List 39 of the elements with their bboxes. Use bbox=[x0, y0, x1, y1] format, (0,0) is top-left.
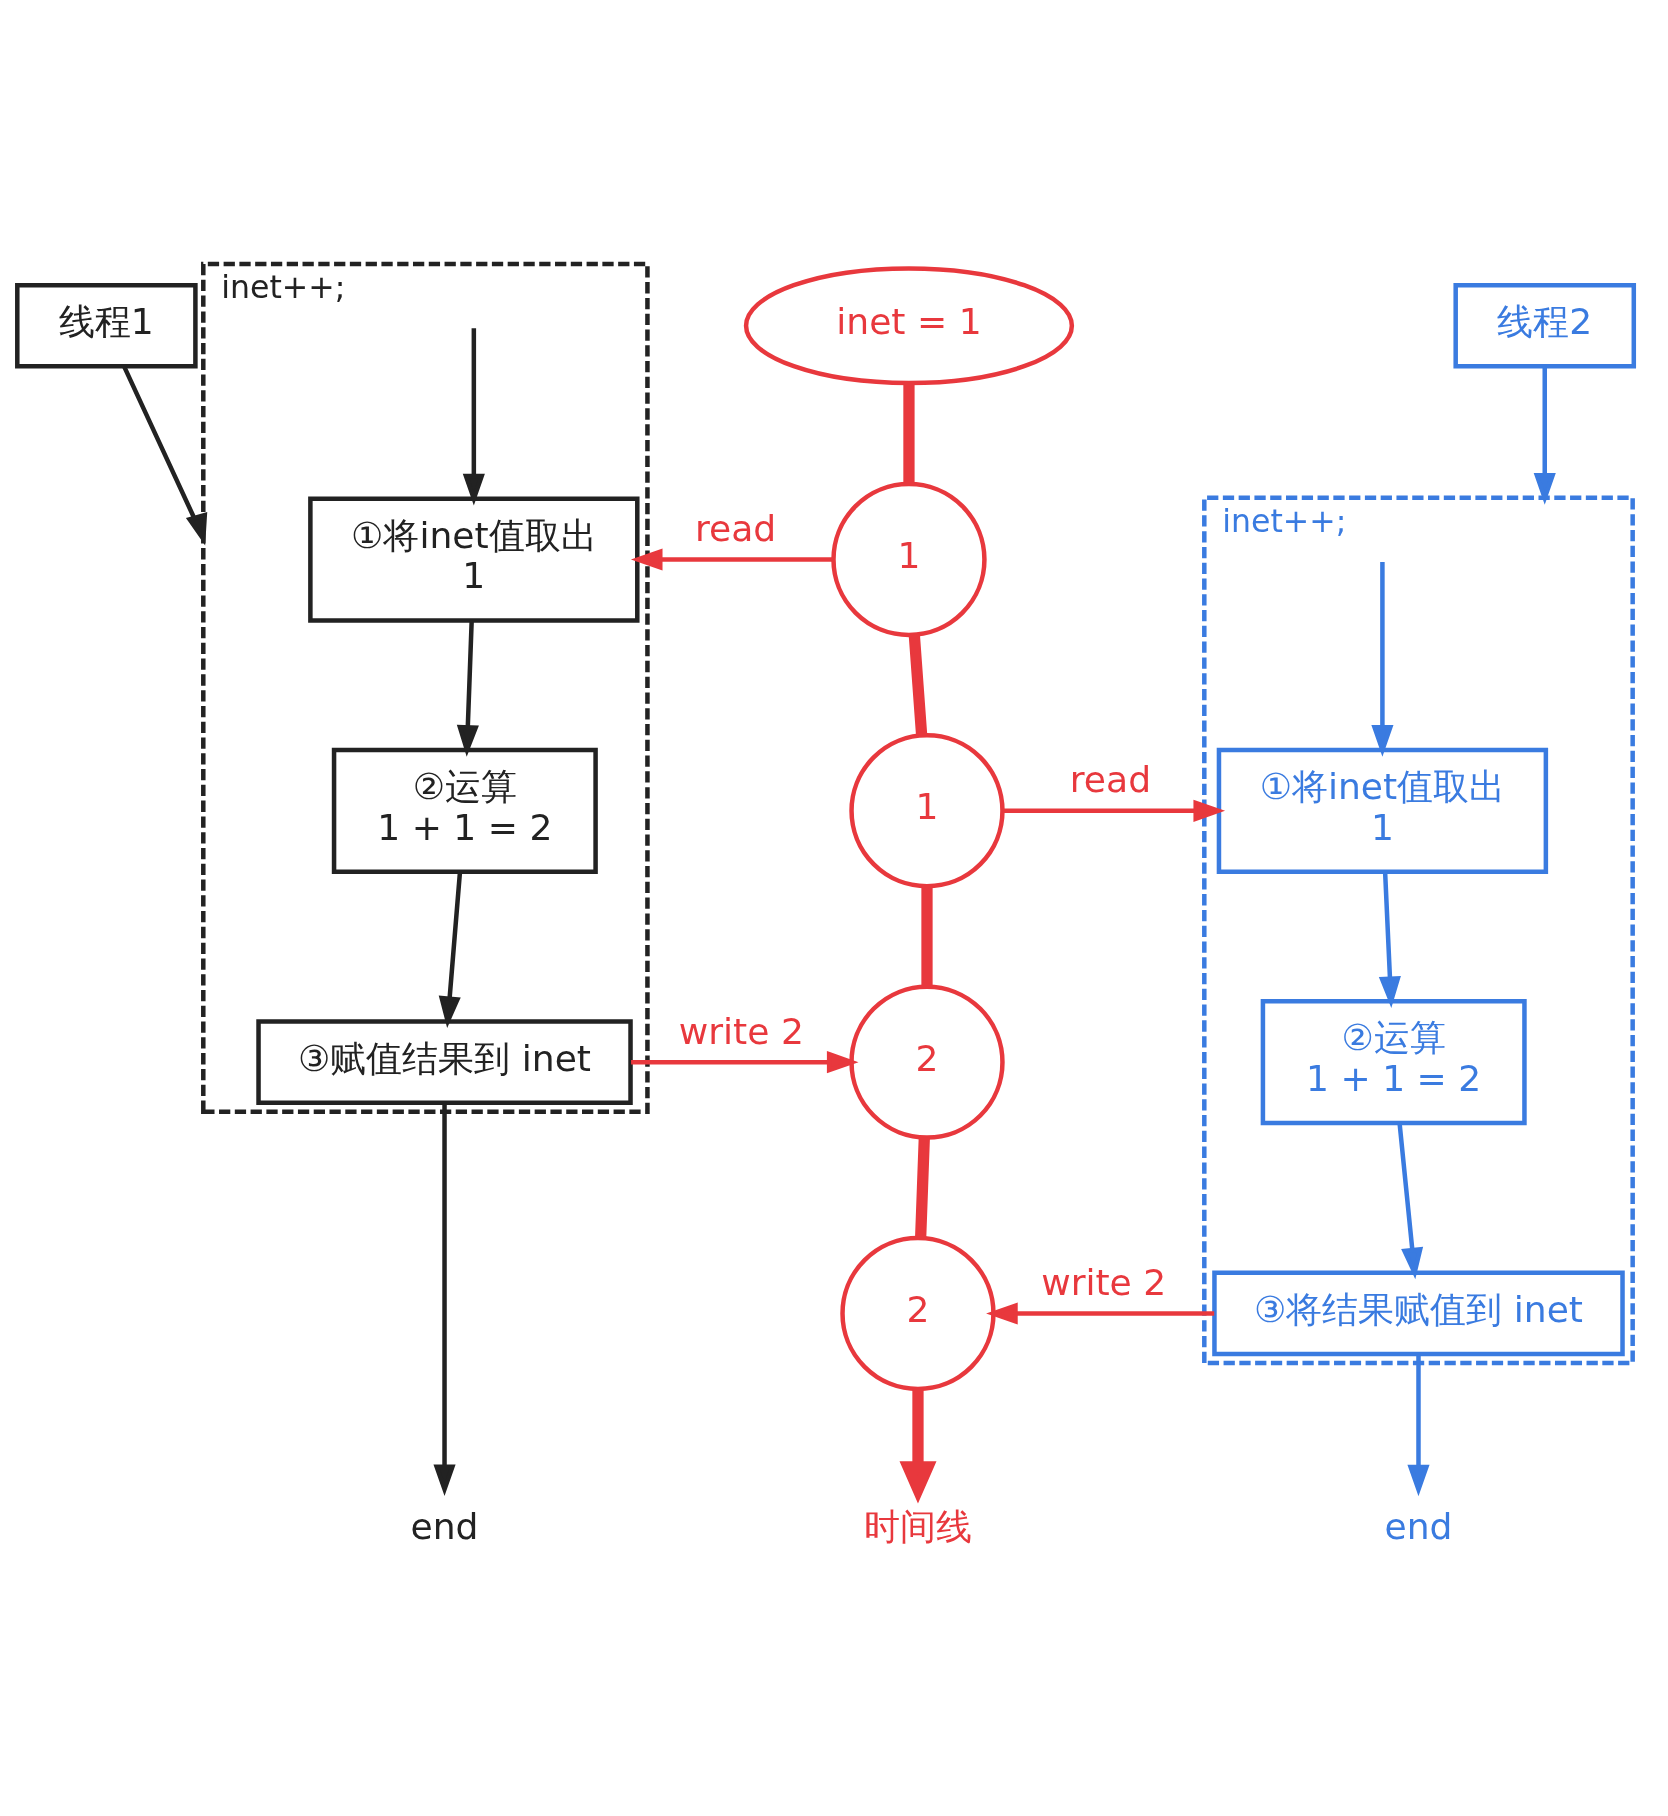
node-box: ①将inet值取出 1 bbox=[308, 495, 640, 623]
edge-label: write 2 bbox=[678, 1010, 804, 1053]
arrow bbox=[438, 871, 463, 1028]
edge-label: write 2 bbox=[1041, 1261, 1167, 1304]
node-box: ②运算 1 + 1 = 2 bbox=[331, 747, 598, 874]
node-text: end bbox=[410, 1505, 479, 1548]
node-circle: 2 bbox=[849, 983, 1005, 1140]
connector bbox=[903, 383, 915, 484]
arrow bbox=[122, 365, 208, 545]
arrow bbox=[1533, 366, 1556, 505]
arrow bbox=[986, 1301, 1215, 1324]
node-ellipse: inet = 1 bbox=[743, 265, 1075, 385]
arrow bbox=[1002, 799, 1226, 822]
arrow bbox=[1371, 561, 1394, 757]
node-text: 时间线 bbox=[863, 1505, 972, 1548]
arrow bbox=[433, 1102, 456, 1496]
connector bbox=[915, 1136, 930, 1238]
node-circle: 2 bbox=[840, 1235, 996, 1391]
arrow bbox=[630, 547, 834, 571]
connector bbox=[921, 885, 933, 987]
node-box: ①将inet值取出 1 bbox=[1216, 747, 1549, 874]
node-circle: 1 bbox=[849, 732, 1005, 889]
arrow bbox=[462, 327, 485, 505]
node-box: ③将结果赋值到 inet bbox=[1212, 1270, 1625, 1356]
node-box: ②运算 1 + 1 = 2 bbox=[1260, 998, 1527, 1125]
connector bbox=[908, 633, 928, 736]
arrow bbox=[456, 620, 479, 757]
node-box: 线程1 bbox=[15, 282, 198, 369]
arrow bbox=[1378, 871, 1401, 1008]
node-box: ③赋值结果到 inet bbox=[256, 1018, 633, 1105]
arrow bbox=[1407, 1354, 1430, 1496]
arrow bbox=[899, 1388, 937, 1504]
node-box: 线程2 bbox=[1453, 282, 1637, 369]
edge-label: read bbox=[1069, 758, 1152, 801]
node-text: end bbox=[1384, 1505, 1453, 1548]
arrow bbox=[631, 1050, 859, 1073]
edge-label: read bbox=[695, 507, 777, 550]
node-circle: 1 bbox=[831, 481, 987, 637]
arrow bbox=[1397, 1122, 1424, 1279]
